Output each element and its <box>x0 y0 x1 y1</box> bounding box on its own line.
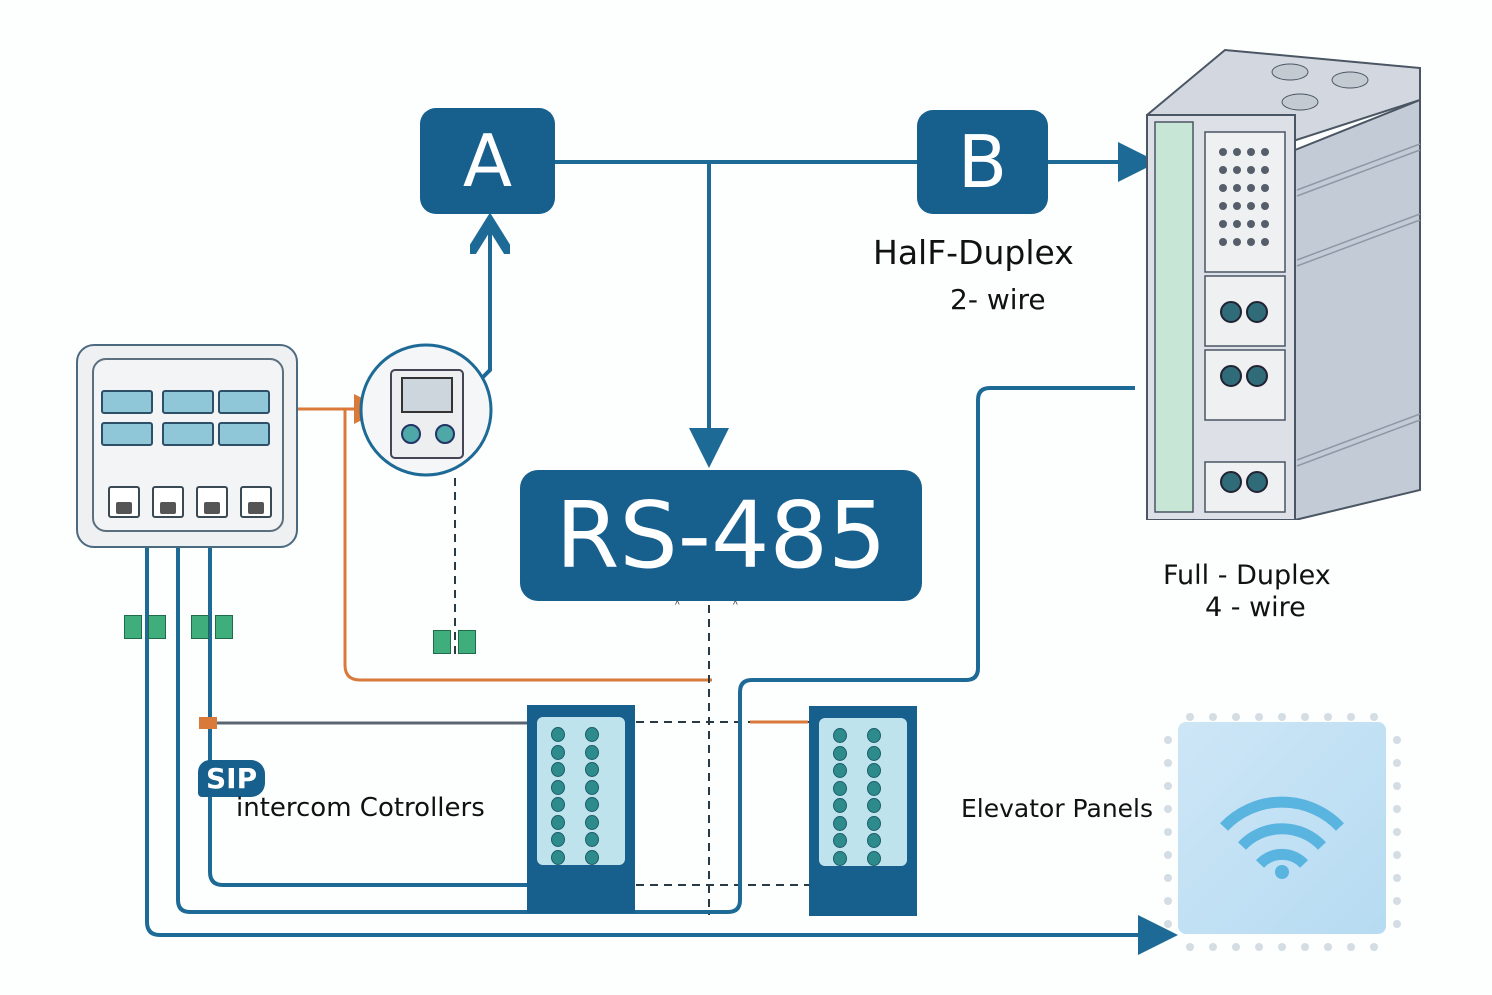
indicator-led <box>833 763 847 778</box>
node-b-label: B <box>957 120 1008 204</box>
connector-icon <box>458 630 476 654</box>
indicator-led <box>867 798 881 813</box>
indicator-led <box>867 850 881 866</box>
svg-text:^: ^ <box>675 600 680 611</box>
indicator-led <box>833 780 847 796</box>
indicator-led <box>585 779 599 795</box>
indicator-led <box>867 728 881 743</box>
indicator-led <box>585 832 599 847</box>
indicator-led <box>585 797 599 812</box>
indicator-led <box>551 762 565 777</box>
connector-icon <box>215 615 233 639</box>
wire-orange-down <box>343 409 712 682</box>
half-duplex-wires-label: 2- wire <box>950 283 1046 316</box>
indicator-led <box>585 814 599 830</box>
elevator-panels-label: Elevator Panels <box>961 794 1154 823</box>
indicator-led <box>585 744 599 760</box>
wire-intercom-a <box>482 230 490 380</box>
wire-panel-left <box>145 545 1178 955</box>
rs485-bus: RS-485 <box>520 470 922 601</box>
indicator-led <box>551 744 565 760</box>
server-cabinet <box>1146 48 1421 520</box>
indicator-led <box>551 849 565 865</box>
indicator-led <box>833 815 847 831</box>
wire-panel-right <box>208 545 530 887</box>
wireless-access-point <box>1178 722 1386 934</box>
indicator-led <box>867 833 881 848</box>
indicator-led <box>833 728 847 743</box>
connector-icon <box>124 615 142 639</box>
access-control-panel <box>76 344 298 548</box>
rs485-label: RS-485 <box>555 482 887 589</box>
indicator-led <box>551 727 565 742</box>
indicator-led <box>867 763 881 778</box>
indicator-led <box>867 780 881 796</box>
node-a-label: A <box>462 119 513 203</box>
indicator-led <box>867 745 881 761</box>
indicator-led <box>833 833 847 848</box>
intercom-controller <box>527 705 635 913</box>
elevator-panel <box>809 706 917 916</box>
indicator-led <box>551 797 565 812</box>
indicator-led <box>867 815 881 831</box>
indicator-led <box>551 779 565 795</box>
indicator-led <box>833 850 847 866</box>
node-b: B <box>917 110 1048 214</box>
intercom-controllers-label: intercom Cotrollers <box>236 793 485 823</box>
node-a: A <box>420 108 555 214</box>
wifi-icon <box>1220 796 1344 879</box>
connector-icon <box>148 615 166 639</box>
intercom-station <box>359 343 493 477</box>
indicator-led <box>585 762 599 777</box>
sip-badge: SIP <box>198 760 266 797</box>
full-duplex-label: Full - Duplex <box>1163 560 1331 591</box>
svg-text:^: ^ <box>733 600 738 611</box>
full-duplex-wires-label: 4 - wire <box>1205 592 1306 623</box>
wire-cabinet-loop <box>176 386 1135 914</box>
indicator-led <box>585 727 599 742</box>
indicator-led <box>833 798 847 813</box>
connector-icon <box>191 615 209 639</box>
indicator-led <box>585 849 599 865</box>
indicator-led <box>551 814 565 830</box>
indicator-led <box>833 745 847 761</box>
connector-icon <box>433 630 451 654</box>
indicator-led <box>551 832 565 847</box>
wifi-dotted-border <box>1164 713 1401 951</box>
half-duplex-label: HalF-Duplex <box>873 233 1074 272</box>
